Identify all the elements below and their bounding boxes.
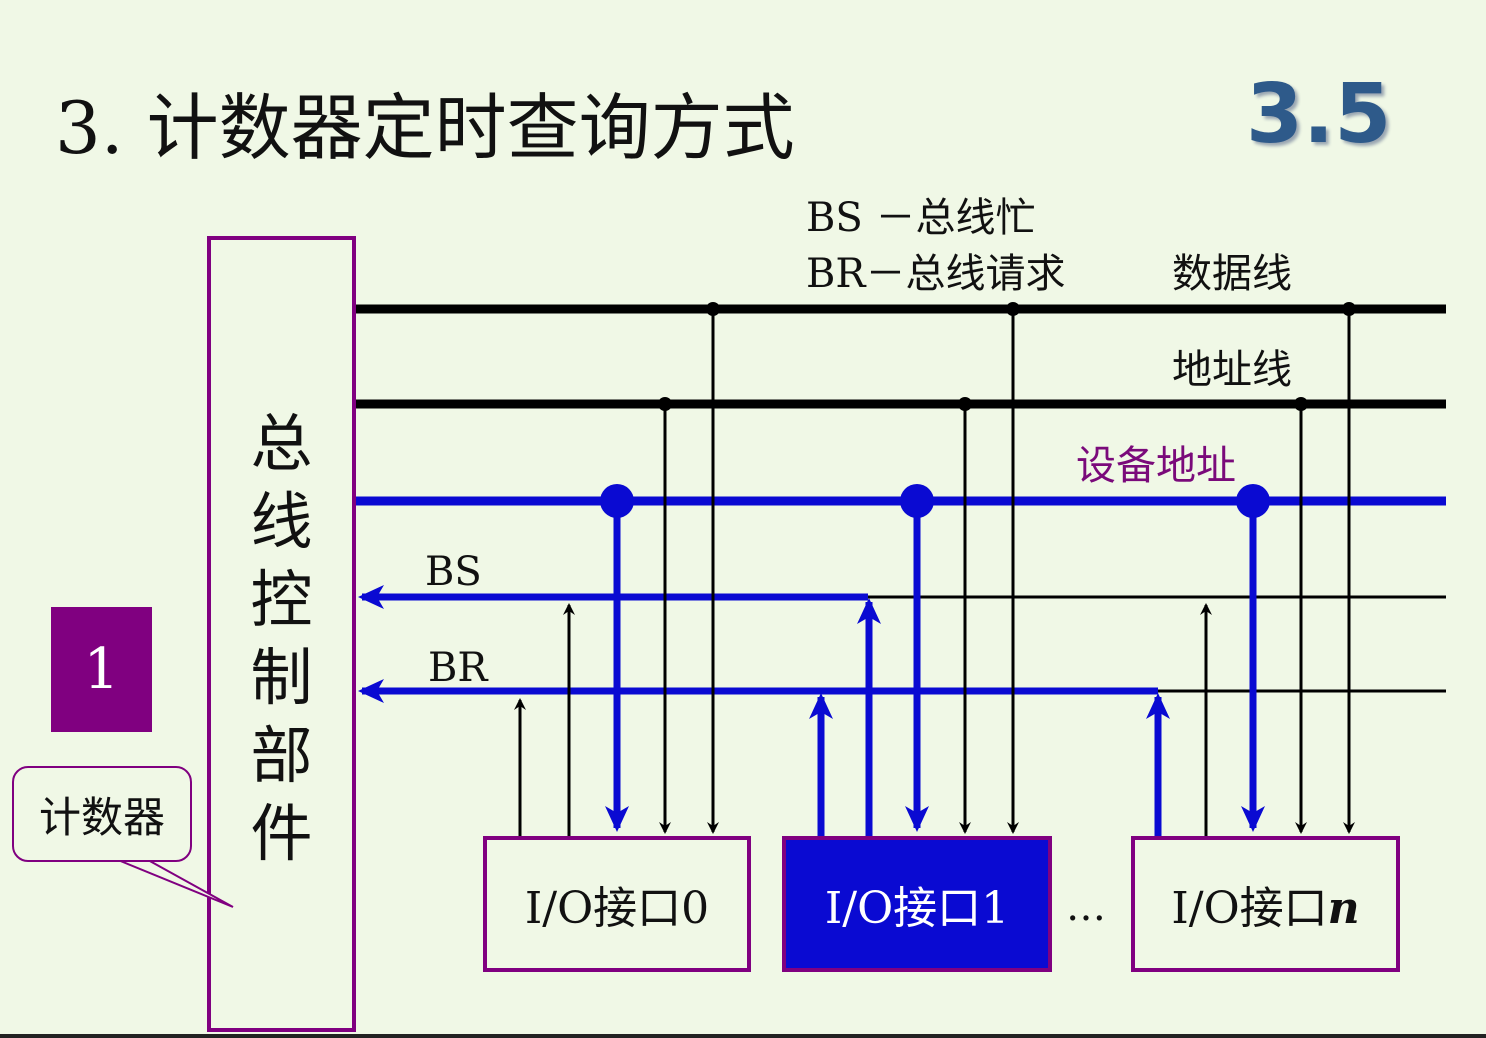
io-interface-label: I/O接口1 <box>824 883 1010 934</box>
data-bus-label: 数据线 <box>1172 251 1292 297</box>
interface-ellipsis: … <box>1066 884 1109 930</box>
address-bus-label: 地址线 <box>1172 347 1292 393</box>
section-number: 3.5 <box>1246 67 1392 162</box>
device-address-label: 设备地址 <box>1076 443 1236 489</box>
counter-callout: 计数器 <box>12 766 192 862</box>
junction-dot <box>958 397 972 411</box>
br-label: BR <box>428 645 488 691</box>
junction-dot-blue <box>600 484 634 518</box>
bus-controller-label: 总 线 控 制 部 件 <box>210 405 353 873</box>
junction-dot <box>1006 302 1020 316</box>
controller-char: 线 <box>250 485 313 558</box>
io-interface-0: I/O接口0 <box>483 836 751 972</box>
junction-dot-blue <box>1236 484 1270 518</box>
bs-label: BS <box>425 549 482 595</box>
bottom-divider <box>0 1034 1486 1038</box>
io-interface-1: I/O接口1 <box>782 836 1052 972</box>
slide-badge: 1 <box>51 607 152 732</box>
controller-char: 部 <box>250 719 313 792</box>
br-definition: BR－总线请求 <box>806 251 1066 297</box>
controller-char: 制 <box>250 641 313 714</box>
junction-dot-blue <box>900 484 934 518</box>
slide-title: 3. 计数器定时查询方式 <box>55 86 795 170</box>
junction-dot <box>1342 302 1356 316</box>
io-interface-n: I/O接口n <box>1131 836 1400 972</box>
bs-definition: BS －总线忙 <box>806 195 1036 241</box>
controller-char: 控 <box>250 563 313 636</box>
io-interface-label: I/O接口n <box>1171 883 1360 934</box>
controller-char: 件 <box>250 797 313 870</box>
bus-controller-box <box>207 236 356 1032</box>
junction-dot <box>658 397 672 411</box>
junction-dot <box>1294 397 1308 411</box>
controller-char: 总 <box>250 407 313 480</box>
io-interface-label: I/O接口0 <box>524 883 710 934</box>
junction-dot <box>706 302 720 316</box>
